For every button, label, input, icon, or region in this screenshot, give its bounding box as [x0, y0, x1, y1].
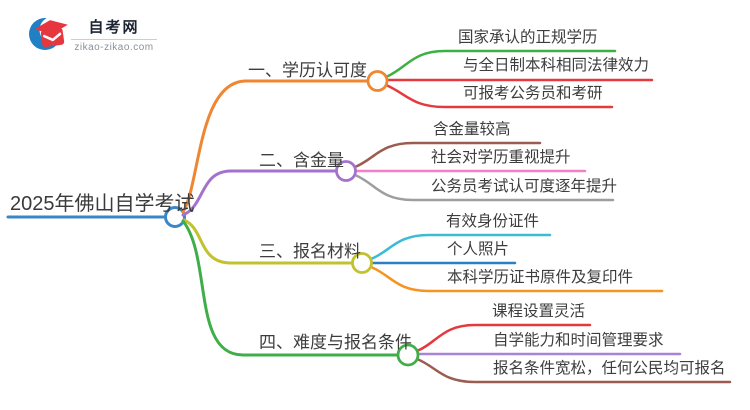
child-node-label[interactable]: 公务员考试认可度逐年提升	[431, 178, 618, 195]
connector-line	[353, 173, 615, 202]
connector-line	[369, 265, 664, 293]
branch-node-label[interactable]: 一、学历认可度	[248, 61, 367, 80]
child-node-label[interactable]: 本科学历证书原件及复印件	[447, 269, 634, 286]
connector-line	[181, 219, 400, 357]
child-node-label[interactable]: 课程设置灵活	[492, 303, 586, 320]
branch-collapse-circle[interactable]	[366, 70, 389, 92]
child-node-label[interactable]: 有效身份证件	[446, 213, 540, 230]
connector-line	[182, 218, 354, 265]
branch-collapse-circle[interactable]	[351, 252, 373, 274]
child-node-label[interactable]: 可报考公务员和考研	[463, 85, 603, 102]
logo-divider	[71, 39, 157, 40]
connector-line	[384, 83, 614, 109]
connector-line	[415, 323, 592, 353]
branch-node-label[interactable]: 三、报名材料	[259, 242, 361, 261]
connector-line	[384, 49, 617, 79]
child-node-label[interactable]: 报名条件宽松，任何公民均可报名	[493, 360, 726, 377]
graduation-cap-icon	[29, 16, 68, 50]
branch-collapse-circle[interactable]	[396, 343, 420, 367]
child-node-label[interactable]: 社会对学历重视提升	[431, 149, 571, 166]
logo-title: 自考网	[88, 19, 140, 36]
logo-domain: zikao-zikao.com	[74, 42, 154, 53]
child-node-label[interactable]: 国家承认的正规学历	[458, 29, 598, 46]
connector-line	[181, 169, 338, 217]
branch-node-label[interactable]: 二、含金量	[259, 151, 344, 170]
child-node-label[interactable]: 与全日制本科相同法律效力	[463, 57, 650, 74]
branch-node-label[interactable]: 四、难度与报名条件	[259, 333, 412, 352]
site-logo: 自考网 zikao-zikao.com	[28, 10, 158, 60]
branch-collapse-circle[interactable]	[335, 160, 357, 182]
connector-line	[369, 233, 552, 261]
child-node-label[interactable]: 自学能力和时间管理要求	[493, 332, 664, 349]
child-node-label[interactable]: 个人照片	[447, 241, 510, 258]
connector-line	[415, 357, 732, 384]
child-node-label[interactable]: 含金量较高	[433, 121, 511, 138]
connector-line	[353, 141, 542, 169]
connector-line	[181, 79, 370, 214]
root-node-label[interactable]: 2025年佛山自学考试	[10, 193, 195, 215]
root-collapse-circle[interactable]	[164, 206, 186, 228]
